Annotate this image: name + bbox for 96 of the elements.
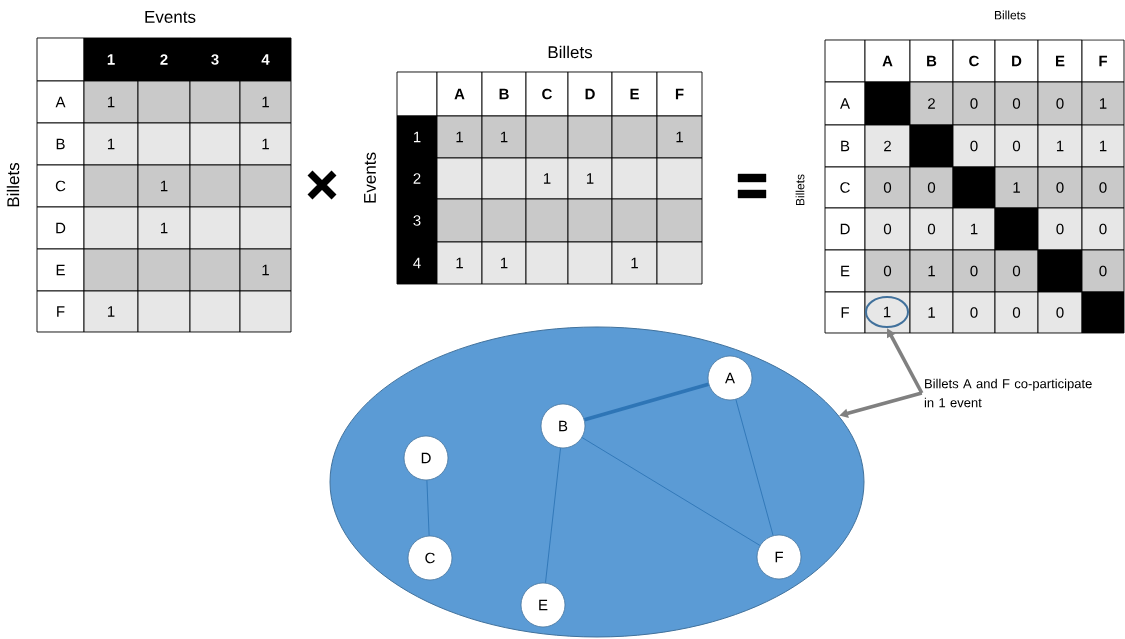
table-cell: B (481, 71, 527, 117)
table-cell: 2 (396, 157, 438, 200)
table-cell: 1 (436, 241, 483, 285)
table-cell: A (436, 71, 483, 117)
table-cell: 1 (909, 291, 954, 334)
table-cell: F (824, 291, 866, 334)
graph-edge (545, 447, 561, 584)
graph-node: A (707, 355, 753, 401)
callout-text: Billets A and F co-participate in 1 event (924, 378, 1092, 408)
table-cell: 1 (436, 115, 483, 159)
table-cell: C (952, 39, 996, 83)
table-cell: 1 (396, 115, 438, 159)
axis-title: Billets (548, 45, 593, 59)
table-cell: 0 (1081, 207, 1125, 251)
table-cell: 0 (909, 207, 954, 251)
table-cell: 4 (239, 37, 292, 82)
table-cell: 1 (1081, 81, 1125, 126)
network-ellipse (329, 326, 865, 638)
table-cell: E (36, 248, 85, 292)
table-cell: 1 (656, 115, 703, 159)
table-cell: 0 (1081, 249, 1125, 293)
graph-node: C (407, 535, 453, 581)
table-cell: 1 (952, 207, 996, 251)
table-cell: 0 (1081, 166, 1125, 209)
table-cell: 0 (994, 81, 1039, 126)
table-cell: 1 (137, 206, 191, 250)
table-cell: 0 (952, 81, 996, 126)
table-cell: B (36, 122, 85, 166)
table-cell: C (824, 166, 866, 209)
table-cell: 4 (396, 241, 438, 285)
table-cell: 0 (994, 249, 1039, 293)
table-cell: 3 (396, 198, 438, 243)
table-cell: 1 (83, 80, 139, 124)
table-cell: C (525, 71, 569, 117)
table-cell: B (824, 124, 866, 168)
table-cell: D (36, 206, 85, 250)
table-cell: 0 (1037, 291, 1083, 334)
table-cell: 1 (1037, 124, 1083, 168)
table-cell: 2 (137, 37, 191, 82)
table-cell: 2 (864, 124, 911, 168)
axis-title: Billets (995, 10, 1026, 20)
graph-edge (735, 399, 774, 536)
table-cell: B (909, 39, 954, 83)
table-cell: 1 (83, 37, 139, 82)
graph-edge (426, 479, 430, 537)
graph-edge (584, 382, 709, 422)
table-cell: 1 (994, 166, 1039, 209)
table-cell: 0 (952, 291, 996, 334)
graph-edge (581, 437, 761, 546)
table-cell: 1 (1081, 124, 1125, 168)
table-cell: 0 (952, 249, 996, 293)
table-cell: 1 (611, 241, 658, 285)
table-cell: 3 (189, 37, 241, 82)
table-cell: 1 (909, 249, 954, 293)
table-cell: 0 (864, 207, 911, 251)
table-cell: D (567, 71, 613, 117)
axis-title: Billets (6, 162, 20, 207)
graph-node: E (520, 582, 566, 628)
table-cell: 1 (481, 241, 527, 285)
axis-title: Events (145, 11, 196, 23)
table-cell: 1 (239, 122, 292, 166)
table-cell: 1 (481, 115, 527, 159)
table-cell: D (994, 39, 1039, 83)
table-cell: 0 (952, 124, 996, 168)
table-cell: 1 (137, 164, 191, 208)
table-cell: 0 (994, 291, 1039, 334)
table-cell: 1 (239, 80, 292, 124)
table-cell: 1 (83, 290, 139, 333)
table-cell: 0 (1037, 81, 1083, 126)
table-cell: 0 (1037, 166, 1083, 209)
table-cell: 2 (909, 81, 954, 126)
table-cell: 0 (864, 166, 911, 209)
table-cell: 0 (994, 124, 1039, 168)
table-cell: 0 (1037, 207, 1083, 251)
table-cell: F (1081, 39, 1125, 83)
axis-title: Events (364, 152, 376, 203)
table-cell: 0 (864, 249, 911, 293)
table-cell: D (824, 207, 866, 251)
graph-node: B (540, 403, 586, 449)
table-cell: 1 (567, 157, 613, 200)
table-cell: 1 (83, 122, 139, 166)
table-cell: 1 (239, 248, 292, 292)
table-cell: E (1037, 39, 1083, 83)
table-cell: C (36, 164, 85, 208)
table-cell: E (824, 249, 866, 293)
table-cell: A (824, 81, 866, 126)
table-cell: F (656, 71, 703, 117)
table-cell: A (864, 39, 911, 83)
table-cell: E (611, 71, 658, 117)
table-cell: 1 (525, 157, 569, 200)
table-cell: F (36, 290, 85, 333)
table-cell: A (36, 80, 85, 124)
axis-title: Billets (795, 174, 805, 205)
table-cell: 0 (909, 166, 954, 209)
graph-node: D (403, 435, 449, 481)
graph-node: F (756, 534, 802, 580)
